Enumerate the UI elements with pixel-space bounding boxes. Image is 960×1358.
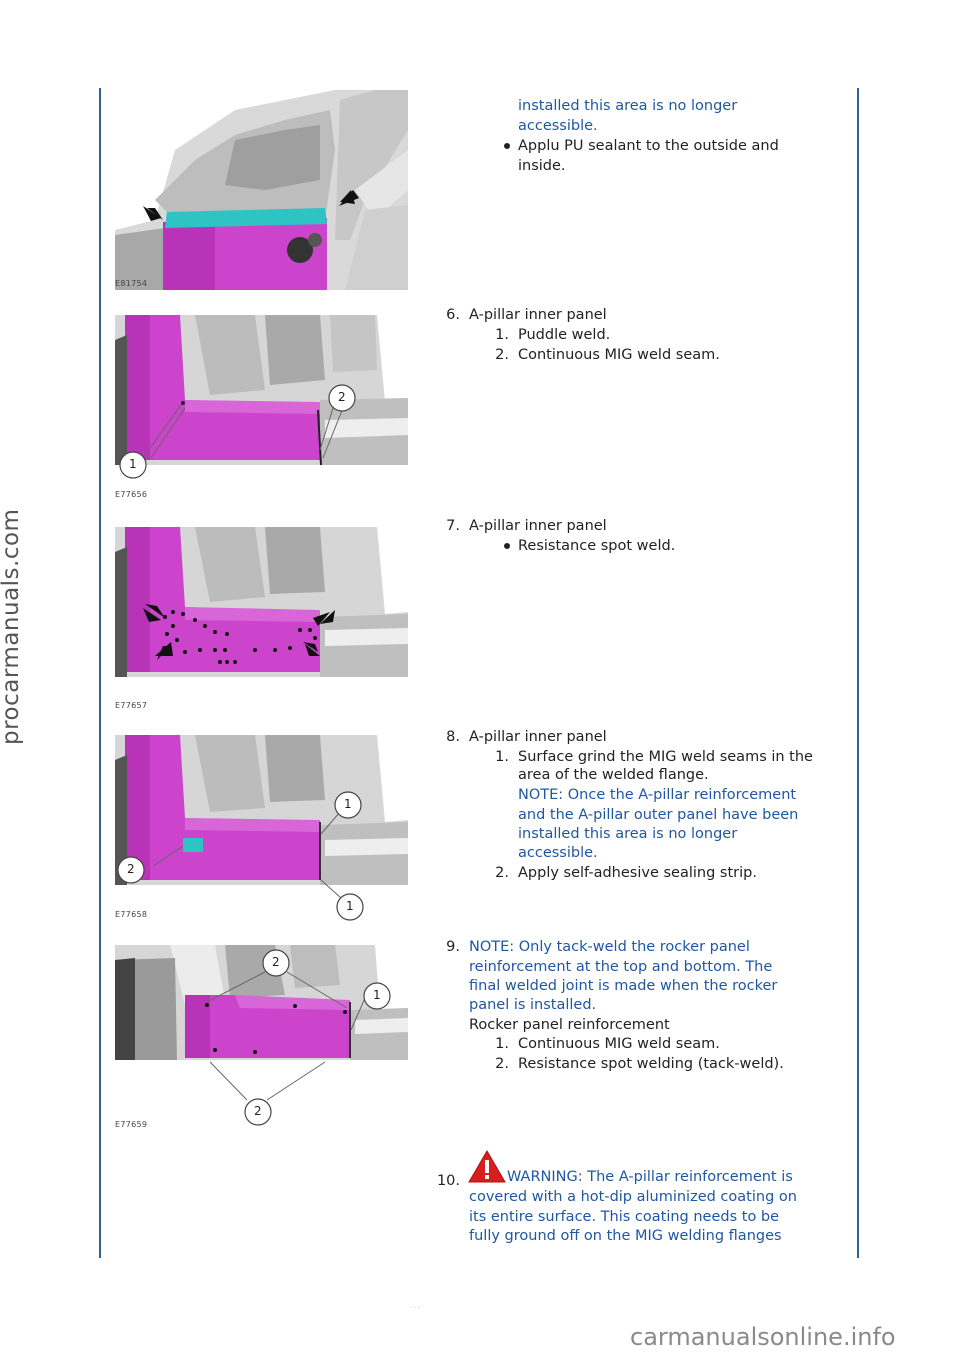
side-watermark[interactable]: procarmanuals.com — [0, 508, 24, 745]
right-rule-line — [857, 88, 859, 1258]
callout-2: 2 — [127, 862, 135, 876]
item-text: Continuous MIG weld seam. — [518, 1036, 720, 1052]
item-marker: 1. — [495, 1036, 509, 1052]
callout-2: 2 — [338, 390, 346, 404]
left-rule-line — [99, 88, 101, 1258]
step-title: A-pillar inner panel — [469, 518, 607, 534]
sealant-band-illustration — [115, 90, 408, 290]
rocker-reinforcement-illustration — [115, 940, 408, 1135]
note-line: reinforcement at the top and bottom. The — [469, 959, 773, 975]
figure-code: E77656 — [115, 490, 148, 499]
item-text: area of the welded flange. — [518, 767, 709, 783]
note-line: NOTE: Once the A-pillar reinforcement — [518, 787, 797, 803]
callout-1: 1 — [346, 899, 354, 913]
warning-line: covered with a hot-dip aluminized coatin… — [469, 1189, 797, 1205]
note-line: and the A-pillar outer panel have been — [518, 807, 799, 823]
bottom-watermark[interactable]: carmanualsonline.info — [630, 1323, 896, 1351]
step-number: 6. — [446, 307, 460, 323]
item-text: Apply self-adhesive sealing strip. — [518, 865, 757, 881]
step-number: 7. — [446, 518, 460, 534]
item-marker: 1. — [495, 749, 509, 765]
callout-1: 1 — [373, 988, 381, 1002]
figure-code: E77657 — [115, 701, 148, 710]
page-footer: ... — [410, 1298, 421, 1311]
figure-grind-flange: 2 1 1 E77658 — [115, 730, 408, 925]
note-line: panel is installed. — [469, 997, 597, 1013]
figure-code: E77658 — [115, 910, 148, 919]
figure-code: E77659 — [115, 1120, 148, 1129]
step-title: Rocker panel reinforcement — [469, 1017, 670, 1033]
bullet-marker — [504, 543, 510, 549]
continued-bullet-line-2: inside. — [518, 158, 566, 174]
item-marker: 2. — [495, 865, 509, 881]
step-number: 10. — [436, 1173, 460, 1189]
item-text: Surface grind the MIG weld seams in the — [518, 749, 813, 765]
callout-1: 1 — [344, 797, 352, 811]
step-title: A-pillar inner panel — [469, 307, 607, 323]
figure-code: E81754 — [115, 279, 148, 288]
warning-triangle-icon — [468, 1150, 506, 1183]
continued-note-line-2: accessible. — [518, 118, 598, 134]
callout-1: 1 — [129, 457, 137, 471]
step-title: A-pillar inner panel — [469, 729, 607, 745]
item-text: Continuous MIG weld seam. — [518, 347, 720, 363]
bullet-text: Resistance spot weld. — [518, 538, 676, 554]
item-marker: 2. — [495, 347, 509, 363]
item-text: Puddle weld. — [518, 327, 611, 343]
item-text: Resistance spot welding (tack-weld). — [518, 1056, 784, 1072]
warning-line: WARNING: The A-pillar reinforcement is — [507, 1169, 793, 1185]
item-marker: 2. — [495, 1056, 509, 1072]
grind-flange-illustration — [115, 730, 408, 925]
figure-rocker-reinforcement: 2 1 2 E77659 — [115, 940, 408, 1135]
spot-weld-illustration — [115, 522, 408, 712]
puddle-weld-illustration — [115, 310, 408, 500]
step-number: 8. — [446, 729, 460, 745]
step-number: 9. — [446, 939, 460, 955]
note-line: installed this area is no longer — [518, 826, 738, 842]
warning-line: fully ground off on the MIG welding flan… — [469, 1228, 782, 1244]
warning-line: its entire surface. This coating needs t… — [469, 1209, 780, 1225]
callout-2: 2 — [254, 1104, 262, 1118]
item-marker: 1. — [495, 327, 509, 343]
figure-puddle-weld: 1 2 E77656 — [115, 310, 408, 500]
callout-2: 2 — [272, 955, 280, 969]
note-line: final welded joint is made when the rock… — [469, 978, 778, 994]
figure-spot-weld: E77657 — [115, 522, 408, 712]
note-line: NOTE: Only tack-weld the rocker panel — [469, 939, 750, 955]
bullet-marker — [504, 143, 510, 149]
continued-note-line-1: installed this area is no longer — [518, 98, 738, 114]
figure-sealant-band: E81754 — [115, 90, 408, 290]
continued-bullet-line-1: Applu PU sealant to the outside and — [518, 138, 779, 154]
note-line: accessible. — [518, 845, 598, 861]
